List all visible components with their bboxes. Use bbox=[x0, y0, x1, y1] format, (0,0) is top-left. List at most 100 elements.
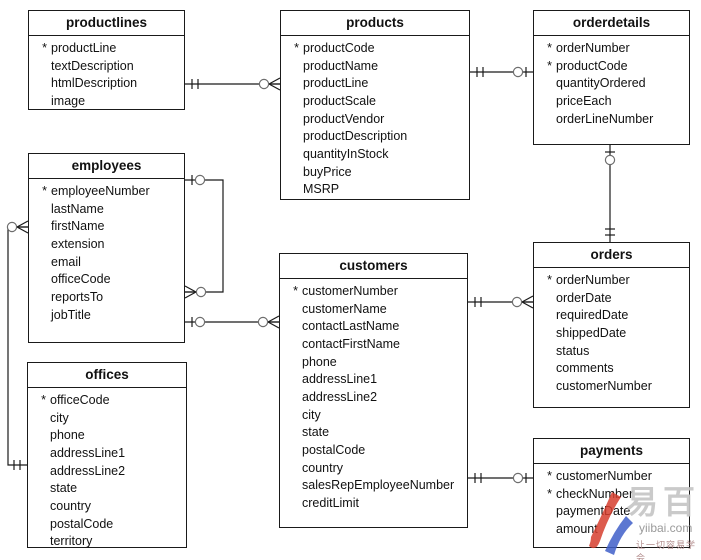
field-label: orderNumber bbox=[556, 272, 630, 287]
field-label: state bbox=[302, 425, 330, 440]
field-customers-contactFirstName: contactFirstName bbox=[280, 335, 467, 353]
field-orderdetails-priceEach: priceEach bbox=[534, 92, 689, 110]
field-label: contactLastName bbox=[302, 319, 400, 334]
primary-key-marker: * bbox=[547, 58, 552, 73]
table-offices-title: offices bbox=[28, 363, 186, 388]
field-employees-jobTitle: jobTitle bbox=[29, 306, 184, 324]
field-orderdetails-orderLineNumber: orderLineNumber bbox=[534, 110, 689, 128]
relationship-productlines-products bbox=[185, 77, 281, 91]
field-label: quantityOrdered bbox=[556, 76, 646, 91]
primary-key-marker: * bbox=[293, 283, 298, 298]
field-orders-requiredDate: requiredDate bbox=[534, 306, 689, 324]
field-orders-shippedDate: shippedDate bbox=[534, 324, 689, 342]
field-label: productCode bbox=[303, 40, 375, 55]
relationship-employees-reportsto-self bbox=[184, 174, 224, 299]
field-label: orderNumber bbox=[556, 40, 630, 55]
field-label: productCode bbox=[556, 58, 628, 73]
field-orderdetails-productCode: * productCode bbox=[534, 57, 689, 75]
primary-key-marker: * bbox=[547, 486, 552, 501]
primary-key-marker: * bbox=[547, 40, 552, 55]
field-label: amount bbox=[556, 521, 598, 536]
field-orders-comments: comments bbox=[534, 359, 689, 377]
field-label: shippedDate bbox=[556, 325, 627, 340]
table-orders-title: orders bbox=[534, 243, 689, 268]
field-customers-country: country bbox=[280, 459, 467, 477]
field-label: email bbox=[51, 254, 81, 269]
field-employees-employeeNumber: * employeeNumber bbox=[29, 182, 184, 200]
primary-key-marker: * bbox=[42, 40, 47, 55]
field-orders-orderDate: orderDate bbox=[534, 289, 689, 307]
field-products-productCode: * productCode bbox=[281, 39, 469, 57]
field-label: quantityInStock bbox=[303, 146, 389, 161]
field-label: city bbox=[50, 410, 69, 425]
table-customers-fields: * customerNumber customerName contactLastNa… bbox=[280, 279, 467, 512]
field-products-productLine: productLine bbox=[281, 74, 469, 92]
field-offices-officeCode: *officeCode bbox=[28, 391, 186, 409]
field-label: addressLine2 bbox=[50, 463, 126, 478]
primary-key-marker: * bbox=[547, 272, 552, 287]
field-customers-salesRepEmployeeNumber: salesRepEmployeeNumber bbox=[280, 477, 467, 495]
field-payments-checkNumber: * checkNumber bbox=[534, 485, 689, 503]
field-label: addressLine1 bbox=[50, 445, 126, 460]
field-label: productLine bbox=[51, 40, 117, 55]
field-label: customerName bbox=[302, 301, 387, 316]
field-customers-addressLine2: addressLine2 bbox=[280, 388, 467, 406]
field-label: status bbox=[556, 343, 590, 358]
field-payments-amount: amount bbox=[534, 520, 689, 538]
field-label: orderLineNumber bbox=[556, 111, 654, 126]
field-label: checkNumber bbox=[556, 486, 634, 501]
field-offices-territory: territory bbox=[28, 533, 186, 551]
field-label: extension bbox=[51, 236, 105, 251]
field-label: firstName bbox=[51, 219, 105, 234]
field-customers-city: city bbox=[280, 406, 467, 424]
field-employees-lastName: lastName bbox=[29, 200, 184, 218]
field-label: buyPrice bbox=[303, 164, 352, 179]
relationship-customers-orders bbox=[468, 295, 534, 309]
field-customers-contactLastName: contactLastName bbox=[280, 317, 467, 335]
field-orderdetails-quantityOrdered: quantityOrdered bbox=[534, 74, 689, 92]
field-label: city bbox=[302, 407, 321, 422]
field-offices-state: state bbox=[28, 479, 186, 497]
field-productlines-textDescription: textDescription bbox=[29, 57, 184, 75]
field-offices-phone: phone bbox=[28, 426, 186, 444]
field-products-MSRP: MSRP bbox=[281, 181, 469, 199]
field-offices-country: country bbox=[28, 497, 186, 515]
field-label: customerNumber bbox=[556, 378, 652, 393]
field-products-productScale: productScale bbox=[281, 92, 469, 110]
field-label: productLine bbox=[303, 76, 369, 91]
field-employees-email: email bbox=[29, 253, 184, 271]
field-label: employeeNumber bbox=[51, 183, 150, 198]
field-label: territory bbox=[50, 534, 93, 549]
field-customers-customerNumber: * customerNumber bbox=[280, 282, 467, 300]
field-customers-addressLine1: addressLine1 bbox=[280, 370, 467, 388]
primary-key-marker: * bbox=[42, 183, 47, 198]
field-productlines-productLine: * productLine bbox=[29, 39, 184, 57]
field-productlines-image: image bbox=[29, 92, 184, 110]
field-label: priceEach bbox=[556, 93, 612, 108]
table-customers: customers * customerNumber customerName cont… bbox=[279, 253, 468, 528]
field-orders-status: status bbox=[534, 342, 689, 360]
field-label: comments bbox=[556, 361, 614, 376]
primary-key-marker: * bbox=[547, 468, 552, 483]
field-customers-phone: phone bbox=[280, 353, 467, 371]
field-label: contactFirstName bbox=[302, 336, 400, 351]
field-products-productVendor: productVendor bbox=[281, 110, 469, 128]
table-payments-title: payments bbox=[534, 439, 689, 464]
field-label: phone bbox=[50, 428, 85, 443]
primary-key-marker: * bbox=[294, 40, 299, 55]
field-label: postalCode bbox=[50, 516, 114, 531]
table-customers-title: customers bbox=[280, 254, 467, 279]
field-label: customerNumber bbox=[302, 283, 398, 298]
field-offices-addressLine2: addressLine2 bbox=[28, 462, 186, 480]
table-productlines-title: productlines bbox=[29, 11, 184, 36]
field-employees-extension: extension bbox=[29, 235, 184, 253]
field-label: salesRepEmployeeNumber bbox=[302, 478, 455, 493]
relationship-products-orderdetails bbox=[470, 66, 533, 78]
